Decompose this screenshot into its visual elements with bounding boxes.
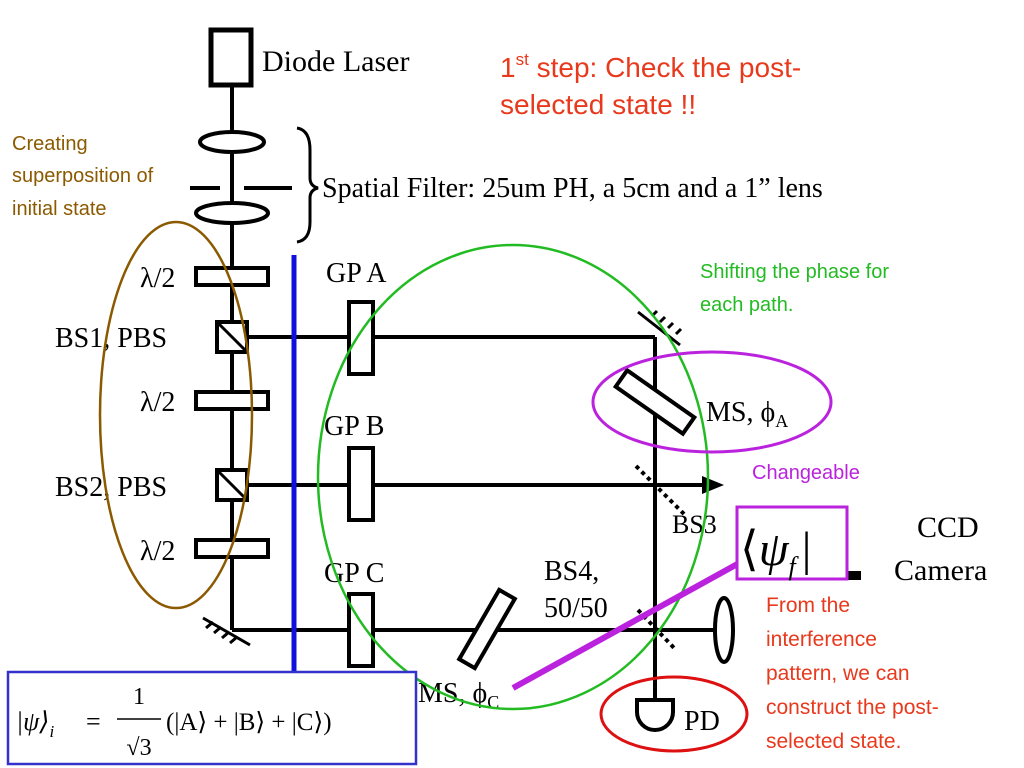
svg-text:each path.: each path. xyxy=(700,294,793,316)
gp-a-label: GP A xyxy=(326,258,387,289)
svg-text:Creating: Creating xyxy=(12,133,88,155)
half-wave-plate-2-label: λ/2 xyxy=(140,387,175,418)
changeable-note: Changeable xyxy=(752,462,860,484)
half-wave-plate-1-label: λ/2 xyxy=(140,263,175,294)
bs4-label-line1: BS4, xyxy=(544,556,599,587)
svg-text:√3: √3 xyxy=(126,735,151,761)
half-wave-plate-2 xyxy=(194,390,270,411)
superposition-ellipse xyxy=(98,220,254,610)
photodiode-ellipse xyxy=(599,675,749,753)
final-state-box xyxy=(735,505,849,581)
half-wave-plate-3-label: λ/2 xyxy=(140,536,175,567)
svg-text:(|A⟩ + |B⟩ + |C⟩): (|A⟩ + |B⟩ + |C⟩) xyxy=(166,709,332,736)
arrow-head-icon xyxy=(702,476,724,494)
glass-plate-b xyxy=(347,446,375,522)
bs2-label: BS2, PBS xyxy=(55,472,167,503)
mirror-shifter-c xyxy=(456,587,518,671)
mirror-bottom-left xyxy=(202,616,251,647)
pd-label: PD xyxy=(684,706,720,737)
superposition-note: Creating superposition of initial state xyxy=(12,133,154,220)
changeable-ellipse xyxy=(591,350,833,454)
spatial-filter xyxy=(190,126,319,244)
svg-text:Shifting the phase for: Shifting the phase for xyxy=(700,261,889,283)
glass-plate-a xyxy=(347,300,375,376)
bs4-label-line2: 50/50 xyxy=(544,593,608,624)
bs3-label: BS3 xyxy=(672,510,717,539)
final-state-equation: ⟨ψf| xyxy=(740,523,811,581)
gp-b-label: GP B xyxy=(324,411,384,442)
mirror-shifter-a xyxy=(612,367,698,437)
svg-text:superposition of: superposition of xyxy=(12,165,154,187)
mirror-top-right xyxy=(637,309,683,347)
ccd-camera-icon xyxy=(848,571,861,580)
svg-text:pattern, we can: pattern, we can xyxy=(766,662,910,685)
initial-state-box xyxy=(6,670,418,766)
svg-text:construct the post-: construct the post- xyxy=(766,696,939,719)
projection-line xyxy=(511,559,743,691)
bs1-diagonal xyxy=(215,320,249,354)
diode-laser-label: Diode Laser xyxy=(262,45,409,78)
lens-icon xyxy=(198,130,266,154)
phase-shift-ellipse xyxy=(316,243,710,711)
phase-shift-note: Shifting the phase for each path. xyxy=(700,261,889,316)
bs3-splitter xyxy=(634,464,686,516)
svg-text:interference: interference xyxy=(766,628,877,651)
glass-plate-c xyxy=(347,592,375,668)
ccd-label-line1: CCD xyxy=(917,511,979,544)
ccd-lens-icon xyxy=(713,596,735,664)
spatial-filter-label: Spatial Filter: 25um PH, a 5cm and a 1” … xyxy=(322,173,823,204)
title-line-1: 1st step: Check the post- xyxy=(500,50,801,83)
svg-text:|ψ⟩i: |ψ⟩i xyxy=(16,707,54,741)
ms-a-label: MS, ϕA xyxy=(706,397,788,431)
initial-state-equation: |ψ⟩i = 1 √3 (|A⟩ + |B⟩ + |C⟩) xyxy=(16,684,332,761)
ccd-label-line2: Camera xyxy=(894,554,987,587)
svg-text:1: 1 xyxy=(133,684,145,710)
interference-note: From the interference pattern, we can co… xyxy=(766,594,939,753)
bs1-label: BS1, PBS xyxy=(55,323,167,354)
gp-c-label: GP C xyxy=(324,558,384,589)
svg-text:=: = xyxy=(86,707,101,736)
curly-brace-icon xyxy=(296,126,319,244)
diode-laser-box xyxy=(208,27,254,88)
title-line-2: selected state !! xyxy=(500,89,696,120)
bs2-diagonal xyxy=(215,468,249,502)
lens-icon xyxy=(194,201,270,225)
svg-text:selected state.: selected state. xyxy=(766,730,901,753)
svg-text:From the: From the xyxy=(766,594,850,617)
photodiode-icon xyxy=(635,698,675,732)
svg-text:initial state: initial state xyxy=(12,198,107,220)
